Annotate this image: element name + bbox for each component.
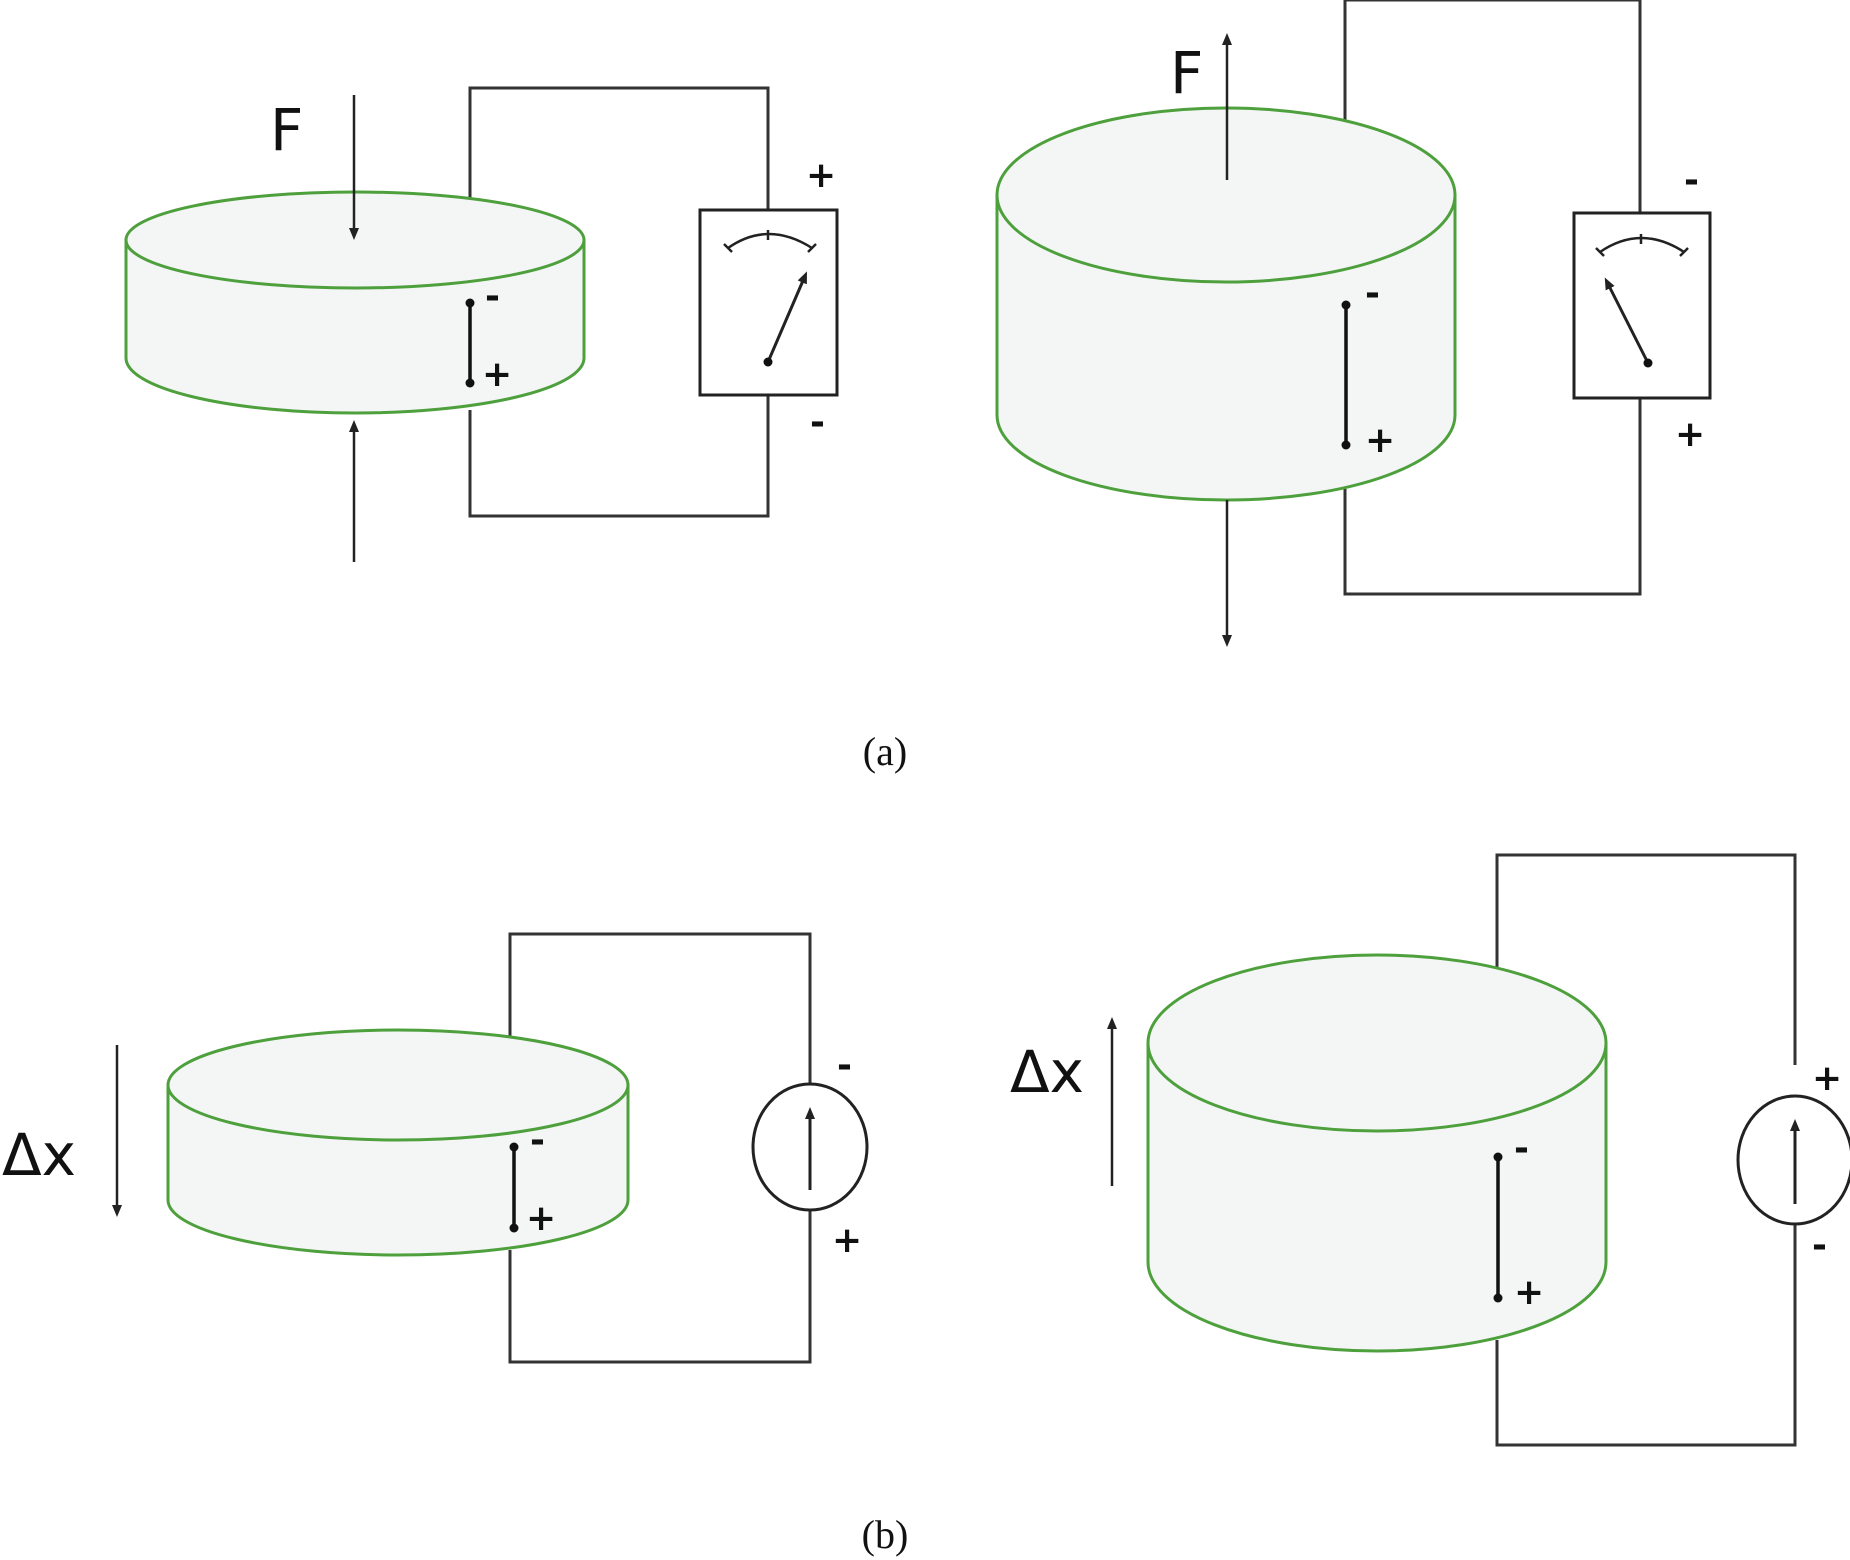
- source-bottom-sign: -: [1812, 1225, 1827, 1266]
- voltmeter: [1572, 211, 1712, 400]
- circuit-wire: [468, 86, 770, 518]
- pole-top-sign: -: [530, 1120, 545, 1161]
- meter-bottom-sign: +: [1675, 414, 1705, 455]
- panel-b-left: Δx - + - +: [2, 932, 869, 1364]
- meter-top-sign: -: [1684, 160, 1699, 201]
- circuit-wire: [1343, 0, 1642, 596]
- force-label: F: [1170, 39, 1203, 107]
- piezo-disc: [166, 1028, 630, 1257]
- panel-a-right: F - + - +: [995, 0, 1712, 647]
- polarization-indicator: [465, 298, 475, 388]
- displacement-label: Δx: [1010, 1038, 1084, 1106]
- force-label: F: [270, 96, 303, 164]
- voltmeter: [698, 208, 839, 397]
- pole-bottom-sign: +: [1514, 1272, 1544, 1313]
- meter-bottom-sign: -: [810, 402, 825, 443]
- meter-top-sign: +: [806, 155, 836, 196]
- panel-a-left: F - + + -: [124, 86, 839, 562]
- pole-bottom-sign: +: [526, 1198, 556, 1239]
- caption-b: (b): [862, 1512, 909, 1557]
- voltage-source: [1736, 1094, 1850, 1226]
- displacement-label: Δx: [2, 1121, 76, 1189]
- source-bottom-sign: +: [832, 1220, 862, 1261]
- panel-b-right: Δx - + + -: [1010, 853, 1850, 1447]
- polarization-indicator: [1341, 300, 1351, 450]
- polarization-indicator: [1493, 1152, 1503, 1303]
- pole-top-sign: -: [1365, 273, 1380, 314]
- piezo-disc: [1146, 953, 1608, 1353]
- circuit-wire: [1495, 853, 1797, 1447]
- piezo-disc: [995, 106, 1457, 502]
- meter-needle: [1604, 277, 1650, 364]
- pole-top-sign: -: [1514, 1128, 1529, 1169]
- pole-bottom-sign: +: [482, 354, 512, 395]
- pole-top-sign: -: [485, 276, 500, 317]
- meter-needle: [766, 271, 807, 363]
- polarization-indicator: [509, 1142, 519, 1233]
- caption-a: (a): [863, 729, 907, 774]
- circuit-wire: [508, 932, 812, 1364]
- pole-bottom-sign: +: [1365, 420, 1395, 461]
- source-top-sign: +: [1812, 1058, 1842, 1099]
- source-top-sign: -: [837, 1045, 852, 1086]
- voltage-source: [751, 1082, 869, 1212]
